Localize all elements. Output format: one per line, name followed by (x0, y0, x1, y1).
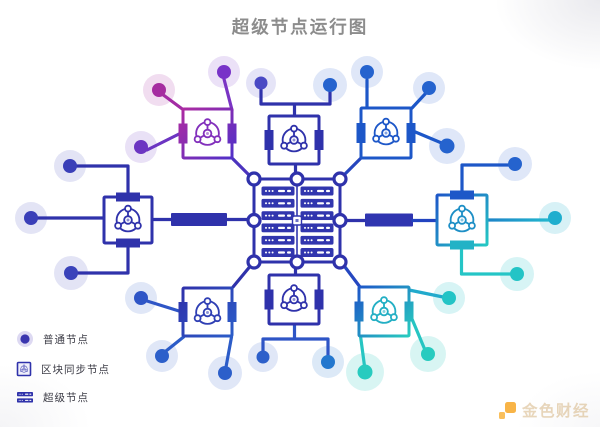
ordinary-node (422, 81, 436, 95)
ordinary-node (357, 364, 373, 380)
ordinary-node (134, 291, 148, 305)
ordinary-node (254, 76, 268, 90)
rack-connector-rings (246, 171, 348, 270)
ordinary-node-icon (17, 331, 33, 347)
legend: 普通节点 区块同步节点 超级节点 (16, 330, 110, 405)
page-title: 超级节点运行图 (231, 17, 369, 37)
ordinary-node (63, 159, 77, 173)
ordinary-node (323, 78, 337, 92)
super-node-icon (17, 392, 33, 403)
ordinary-node (421, 347, 435, 361)
watermark: 金色财经 (498, 399, 590, 421)
ordinary-node (24, 211, 38, 225)
ordinary-node (360, 65, 374, 79)
jinse-logo-icon (498, 401, 517, 420)
ordinary-node (548, 211, 562, 225)
ordinary-node (152, 83, 166, 97)
legend-label: 普通节点 (43, 333, 89, 346)
block-sync-node-right (435, 190, 489, 250)
legend-item-ordinary-node: 普通节点 (16, 330, 110, 348)
ordinary-node (510, 267, 524, 281)
block-sync-node-top-left (178, 107, 237, 160)
super-node-rack (246, 171, 348, 270)
ordinary-node (64, 266, 78, 280)
legend-item-super-node: 超级节点 (16, 390, 110, 405)
ordinary-node (134, 140, 148, 154)
ordinary-node (321, 355, 335, 369)
legend-item-block-sync-node: 区块同步节点 (16, 361, 110, 377)
ordinary-node (217, 65, 231, 79)
block-sync-node-left (102, 192, 154, 248)
ordinary-node (442, 291, 456, 305)
block-sync-node-top-center (264, 114, 324, 166)
block-sync-node-bottom-center (264, 273, 324, 326)
watermark-text: 金色财经 (521, 403, 590, 420)
ordinary-node (155, 349, 169, 363)
ordinary-node (508, 157, 522, 171)
block-sync-node-bottom-left (178, 286, 237, 338)
connection-lines (36, 77, 551, 369)
ordinary-node (256, 350, 270, 364)
legend-label: 区块同步节点 (41, 363, 110, 376)
legend-label: 超级节点 (43, 392, 89, 404)
block-sync-node-bottom-right (354, 285, 414, 338)
ordinary-node (218, 366, 232, 380)
ordinary-nodes (24, 65, 562, 380)
block-sync-node-top-right (356, 106, 416, 160)
block-sync-node-icon (16, 361, 32, 377)
ordinary-node (439, 138, 455, 154)
